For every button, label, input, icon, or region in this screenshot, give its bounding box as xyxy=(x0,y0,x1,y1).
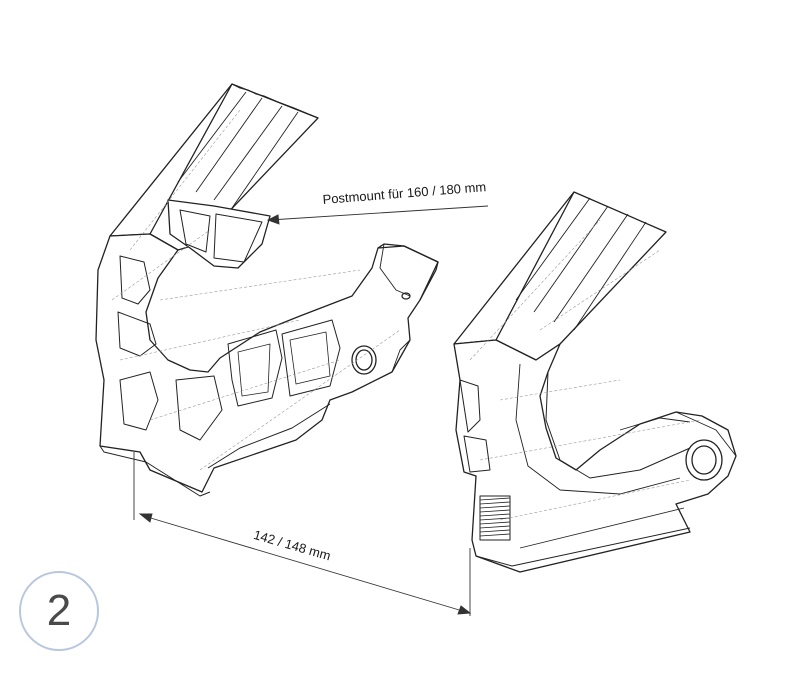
step-number: 2 xyxy=(46,586,72,635)
right-brake-adapter xyxy=(453,191,737,573)
step-badge: 2 xyxy=(19,571,99,651)
left-brake-adapter xyxy=(95,83,439,497)
postmount-leader xyxy=(266,205,489,225)
dimension-line xyxy=(133,452,472,616)
threaded-insert xyxy=(479,495,511,541)
